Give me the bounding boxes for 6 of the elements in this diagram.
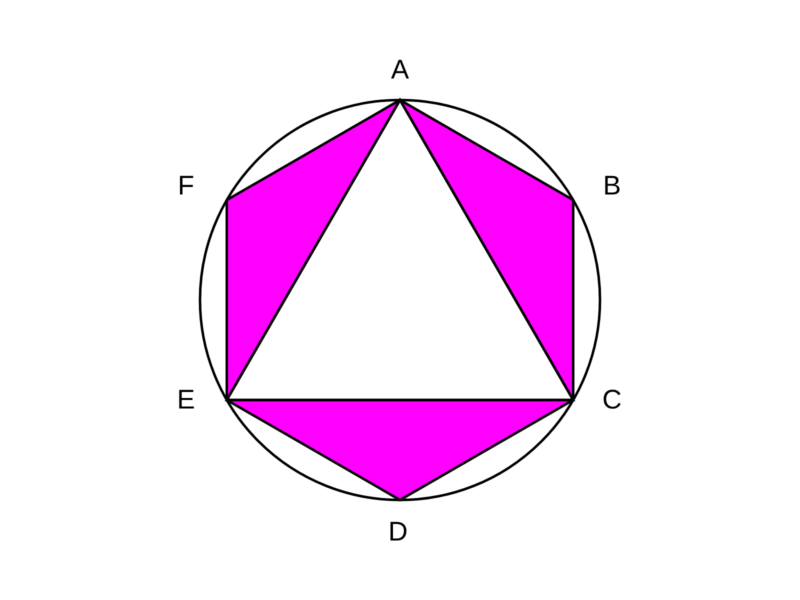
vertex-label: E bbox=[177, 386, 195, 414]
vertex-label: F bbox=[178, 172, 194, 200]
vertex-label: D bbox=[388, 518, 408, 546]
vertex-label: C bbox=[602, 386, 622, 414]
vertex-label: A bbox=[391, 56, 409, 84]
vertex-label: B bbox=[603, 172, 621, 200]
